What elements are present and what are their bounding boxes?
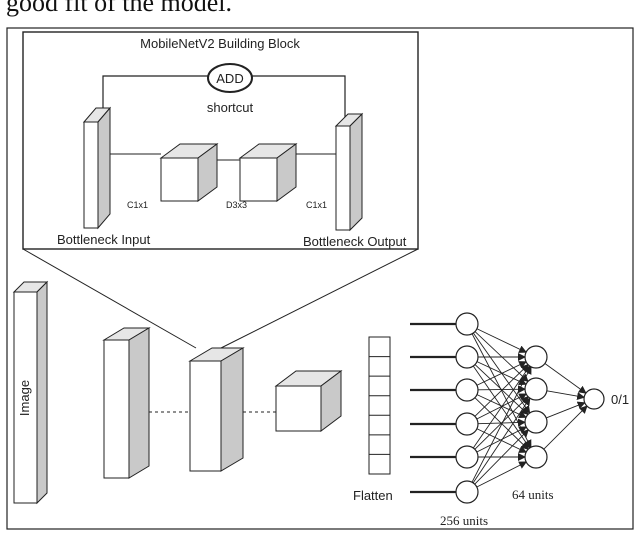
edge-l1-3-l2-2 <box>477 385 527 394</box>
layer1-neuron-6 <box>455 480 479 504</box>
bottleneck-input-label: Bottleneck Input <box>57 232 151 247</box>
edge-l1-5-l2-2 <box>474 396 529 450</box>
zoom-line-right <box>220 248 419 349</box>
flatten-label: Flatten <box>353 488 393 503</box>
conv-layer-1 <box>102 327 151 479</box>
layer1-neuron-2 <box>455 345 479 369</box>
output-neuron <box>583 388 605 410</box>
bottleneck-input-slab <box>82 106 112 230</box>
shortcut-label: shortcut <box>207 100 254 115</box>
edge-l1-2-l2-2 <box>476 361 527 386</box>
dense-network <box>410 312 605 504</box>
depthwise-label: D3x3 <box>226 200 247 210</box>
bottleneck-output-label: Bottleneck Output <box>303 234 407 249</box>
figure-caption: good fit of the model. <box>6 0 233 17</box>
layer1-neuron-5 <box>455 445 479 469</box>
conv2-label: C1x1 <box>306 200 327 210</box>
conv-layer-3 <box>274 370 343 432</box>
layer1-neuron-1 <box>455 312 479 336</box>
layer2-neuron-3 <box>524 410 548 434</box>
edge-l1-6-l2-1 <box>471 365 532 483</box>
layer2-neuron-2 <box>524 377 548 401</box>
add-label: ADD <box>216 71 243 86</box>
layer2-neuron-4 <box>524 445 548 469</box>
edge-l2-3-output <box>546 401 586 419</box>
layer1-units-label: 256 units <box>440 513 488 528</box>
edge-l1-3-l2-1 <box>476 361 527 386</box>
depthwise3x3-cube <box>238 143 298 202</box>
edge-l1-1-l2-1 <box>476 328 527 353</box>
add-node <box>207 63 253 93</box>
edge-l1-4-l2-1 <box>474 363 529 417</box>
layer1-neuron-3 <box>455 378 479 402</box>
conv1-label: C1x1 <box>127 200 148 210</box>
layer2-units-label: 64 units <box>512 487 554 502</box>
conv-layer-2 <box>188 347 245 472</box>
edge-l1-6-l2-2 <box>472 397 531 484</box>
edge-l2-4-output <box>543 405 588 450</box>
edge-l1-5-l2-1 <box>472 365 531 449</box>
image-label: Image <box>17 380 32 416</box>
zoom-line-left <box>22 248 197 349</box>
edge-l2-2-output <box>546 390 586 401</box>
image-input-slab <box>12 280 49 505</box>
edge-l1-5-l2-3 <box>476 426 528 453</box>
edge-l1-6-l2-4 <box>476 461 528 488</box>
flatten-column <box>368 336 391 475</box>
conv1x1-cube <box>159 143 219 202</box>
edge-l1-6-l2-3 <box>474 429 529 485</box>
output-label: 0/1 <box>611 392 629 407</box>
bottleneck-output-slab <box>334 112 364 232</box>
building-block-panel <box>22 31 419 250</box>
outer-frame <box>6 27 634 530</box>
layer2-neuron-1 <box>524 345 548 369</box>
building-block-title: MobileNetV2 Building Block <box>140 36 300 51</box>
layer1-neuron-4 <box>455 412 479 436</box>
edge-l2-1-output <box>544 363 587 394</box>
